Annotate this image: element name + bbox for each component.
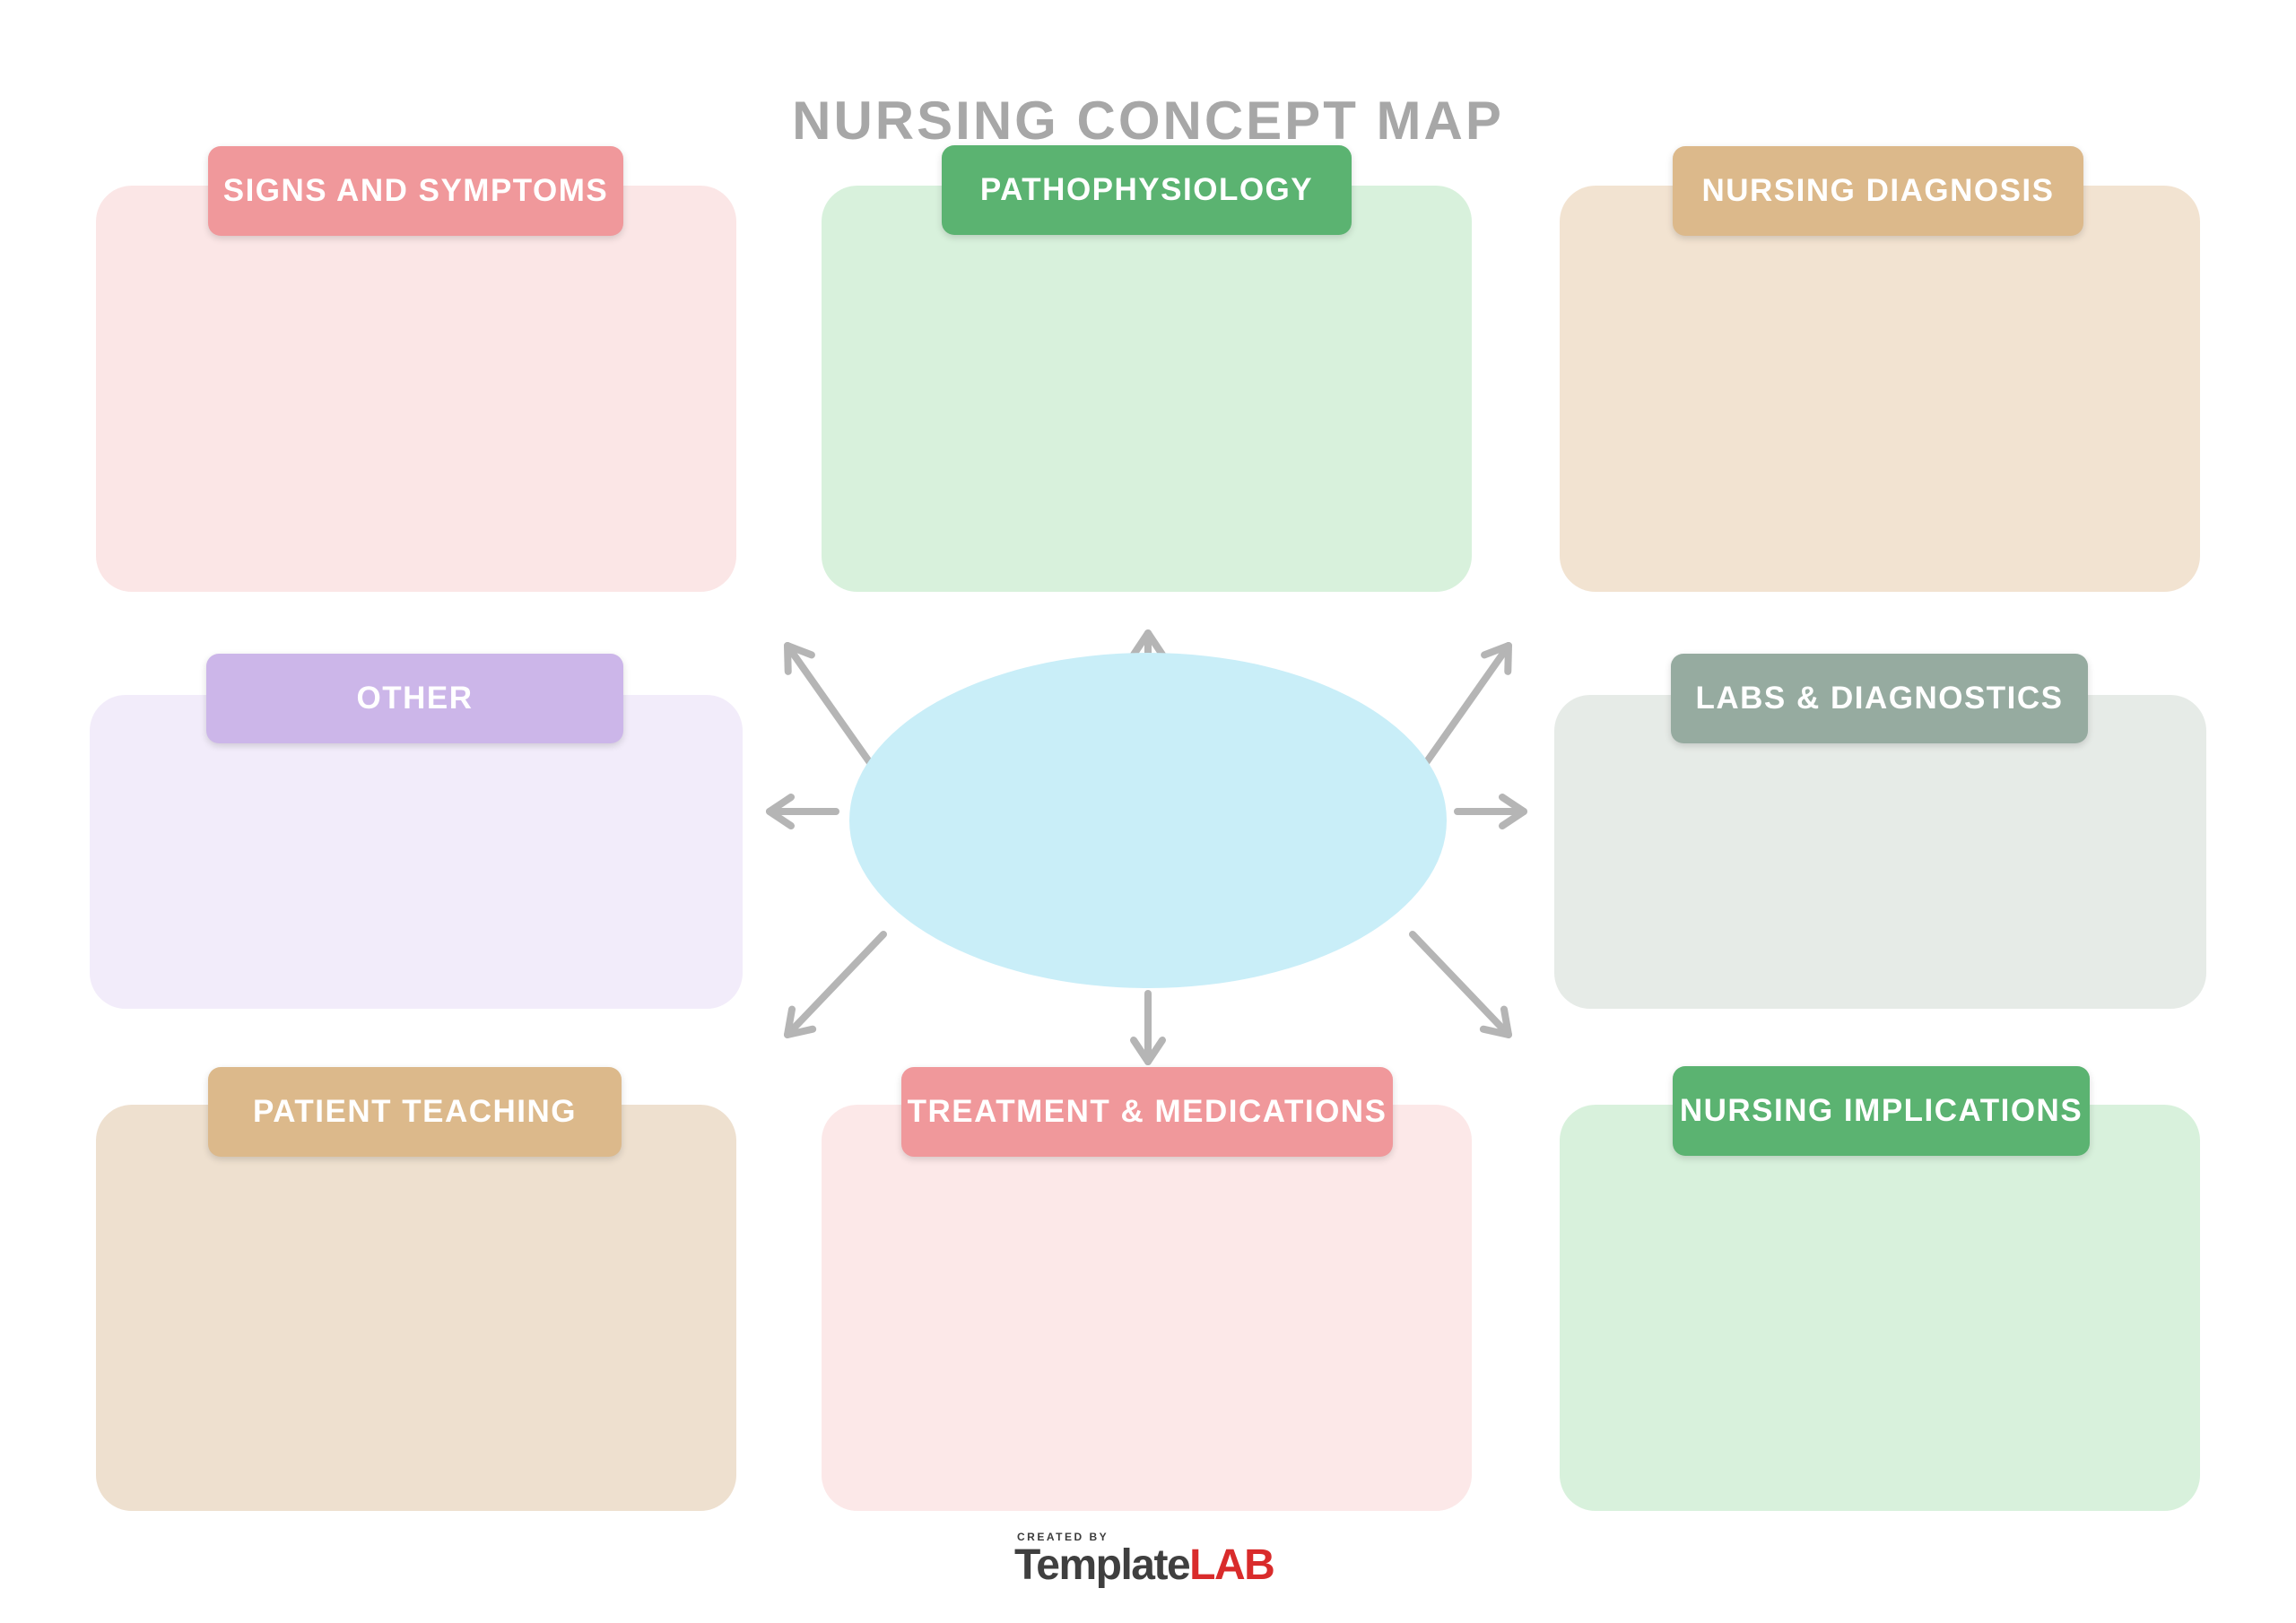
tab-nursing-diagnosis: NURSING DIAGNOSIS	[1673, 146, 2083, 236]
panel-nursing-diagnosis[interactable]	[1560, 186, 2200, 592]
tab-other: OTHER	[206, 654, 623, 743]
brand-secondary-text: LAB	[1189, 1541, 1275, 1589]
created-by-text: CREATED BY	[1017, 1531, 1109, 1543]
page-title: NURSING CONCEPT MAP	[792, 91, 1504, 151]
panel-patient-teaching[interactable]	[96, 1105, 736, 1511]
panel-other[interactable]	[90, 695, 743, 1009]
brand-wordmark: TemplateLAB	[1014, 1541, 1275, 1589]
tab-nursing-implications: NURSING IMPLICATIONS	[1673, 1066, 2090, 1156]
panel-signs-and-symptoms[interactable]	[96, 186, 736, 592]
tab-treatment-medications: TREATMENT & MEDICATIONS	[901, 1067, 1393, 1157]
tab-labs-and-diagnostics: LABS & DIAGNOSTICS	[1671, 654, 2088, 743]
brand-primary-text: Template	[1014, 1541, 1191, 1589]
panel-treatment-medications[interactable]	[822, 1105, 1472, 1511]
panel-nursing-implications[interactable]	[1560, 1105, 2200, 1511]
tab-pathophysiology: PATHOPHYSIOLOGY	[942, 145, 1352, 235]
panel-labs-and-diagnostics[interactable]	[1554, 695, 2206, 1009]
arrow-down-left-icon	[784, 931, 887, 1038]
arrow-down-right-icon	[1409, 931, 1512, 1038]
templatelab-logo: CREATED BY TemplateLAB	[1014, 1531, 1275, 1589]
central-topic-ellipse[interactable]	[849, 653, 1447, 988]
tab-signs-and-symptoms: SIGNS AND SYMPTOMS	[208, 146, 623, 236]
panel-pathophysiology[interactable]	[822, 186, 1472, 592]
tab-patient-teaching: PATIENT TEACHING	[208, 1067, 622, 1157]
